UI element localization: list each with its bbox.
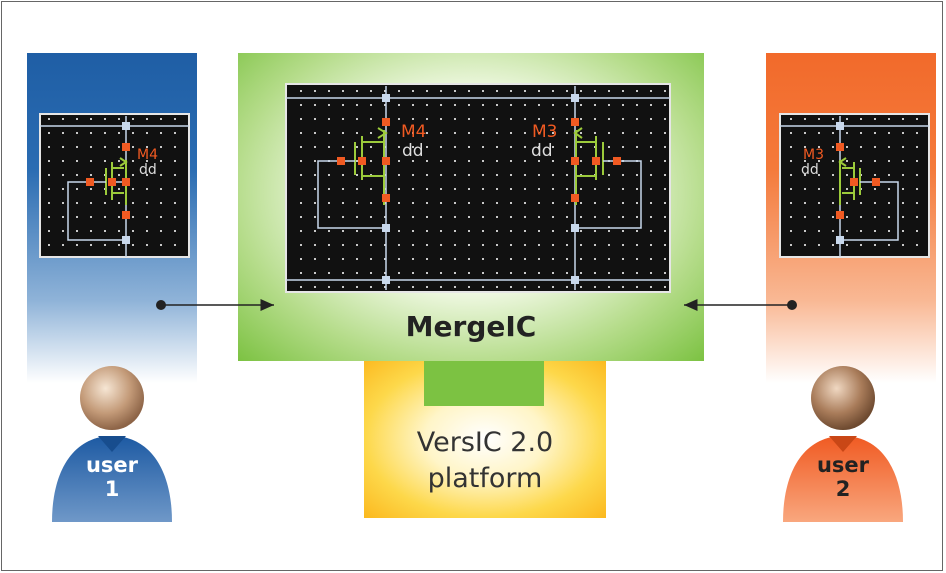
arrow-user2-to-mergeic [684, 299, 797, 311]
platform-label: VersIC 2.0 platform [364, 425, 606, 497]
user1-avatar: user 1 [52, 366, 172, 522]
user1-word: user [86, 453, 139, 477]
user1-number: 1 [105, 477, 120, 501]
right-device-label: M3 [803, 147, 824, 163]
arrow-user1-to-mergeic [156, 299, 274, 311]
schematic-left: M4 dd [39, 113, 190, 258]
user2-avatar: user 2 [783, 366, 903, 522]
center-device-b-label: M3 [532, 122, 557, 142]
schematic-right: M3 dd [779, 113, 930, 258]
user2-word: user [817, 453, 870, 477]
center-device-a-label: M4 [401, 122, 426, 142]
right-net-label: dd [801, 162, 819, 178]
center-net-a-label: dd [402, 141, 424, 161]
platform-label-line2: platform [427, 463, 543, 494]
left-net-label: dd [139, 162, 157, 178]
platform-connector [424, 358, 544, 406]
user2-number: 2 [836, 477, 851, 501]
left-device-label: M4 [137, 147, 158, 163]
schematic-center: M4 dd M3 dd [285, 83, 671, 293]
platform-label-line1: VersIC 2.0 [416, 427, 554, 458]
center-net-b-label: dd [531, 141, 553, 161]
mergeic-label: MergeIC [405, 310, 537, 343]
